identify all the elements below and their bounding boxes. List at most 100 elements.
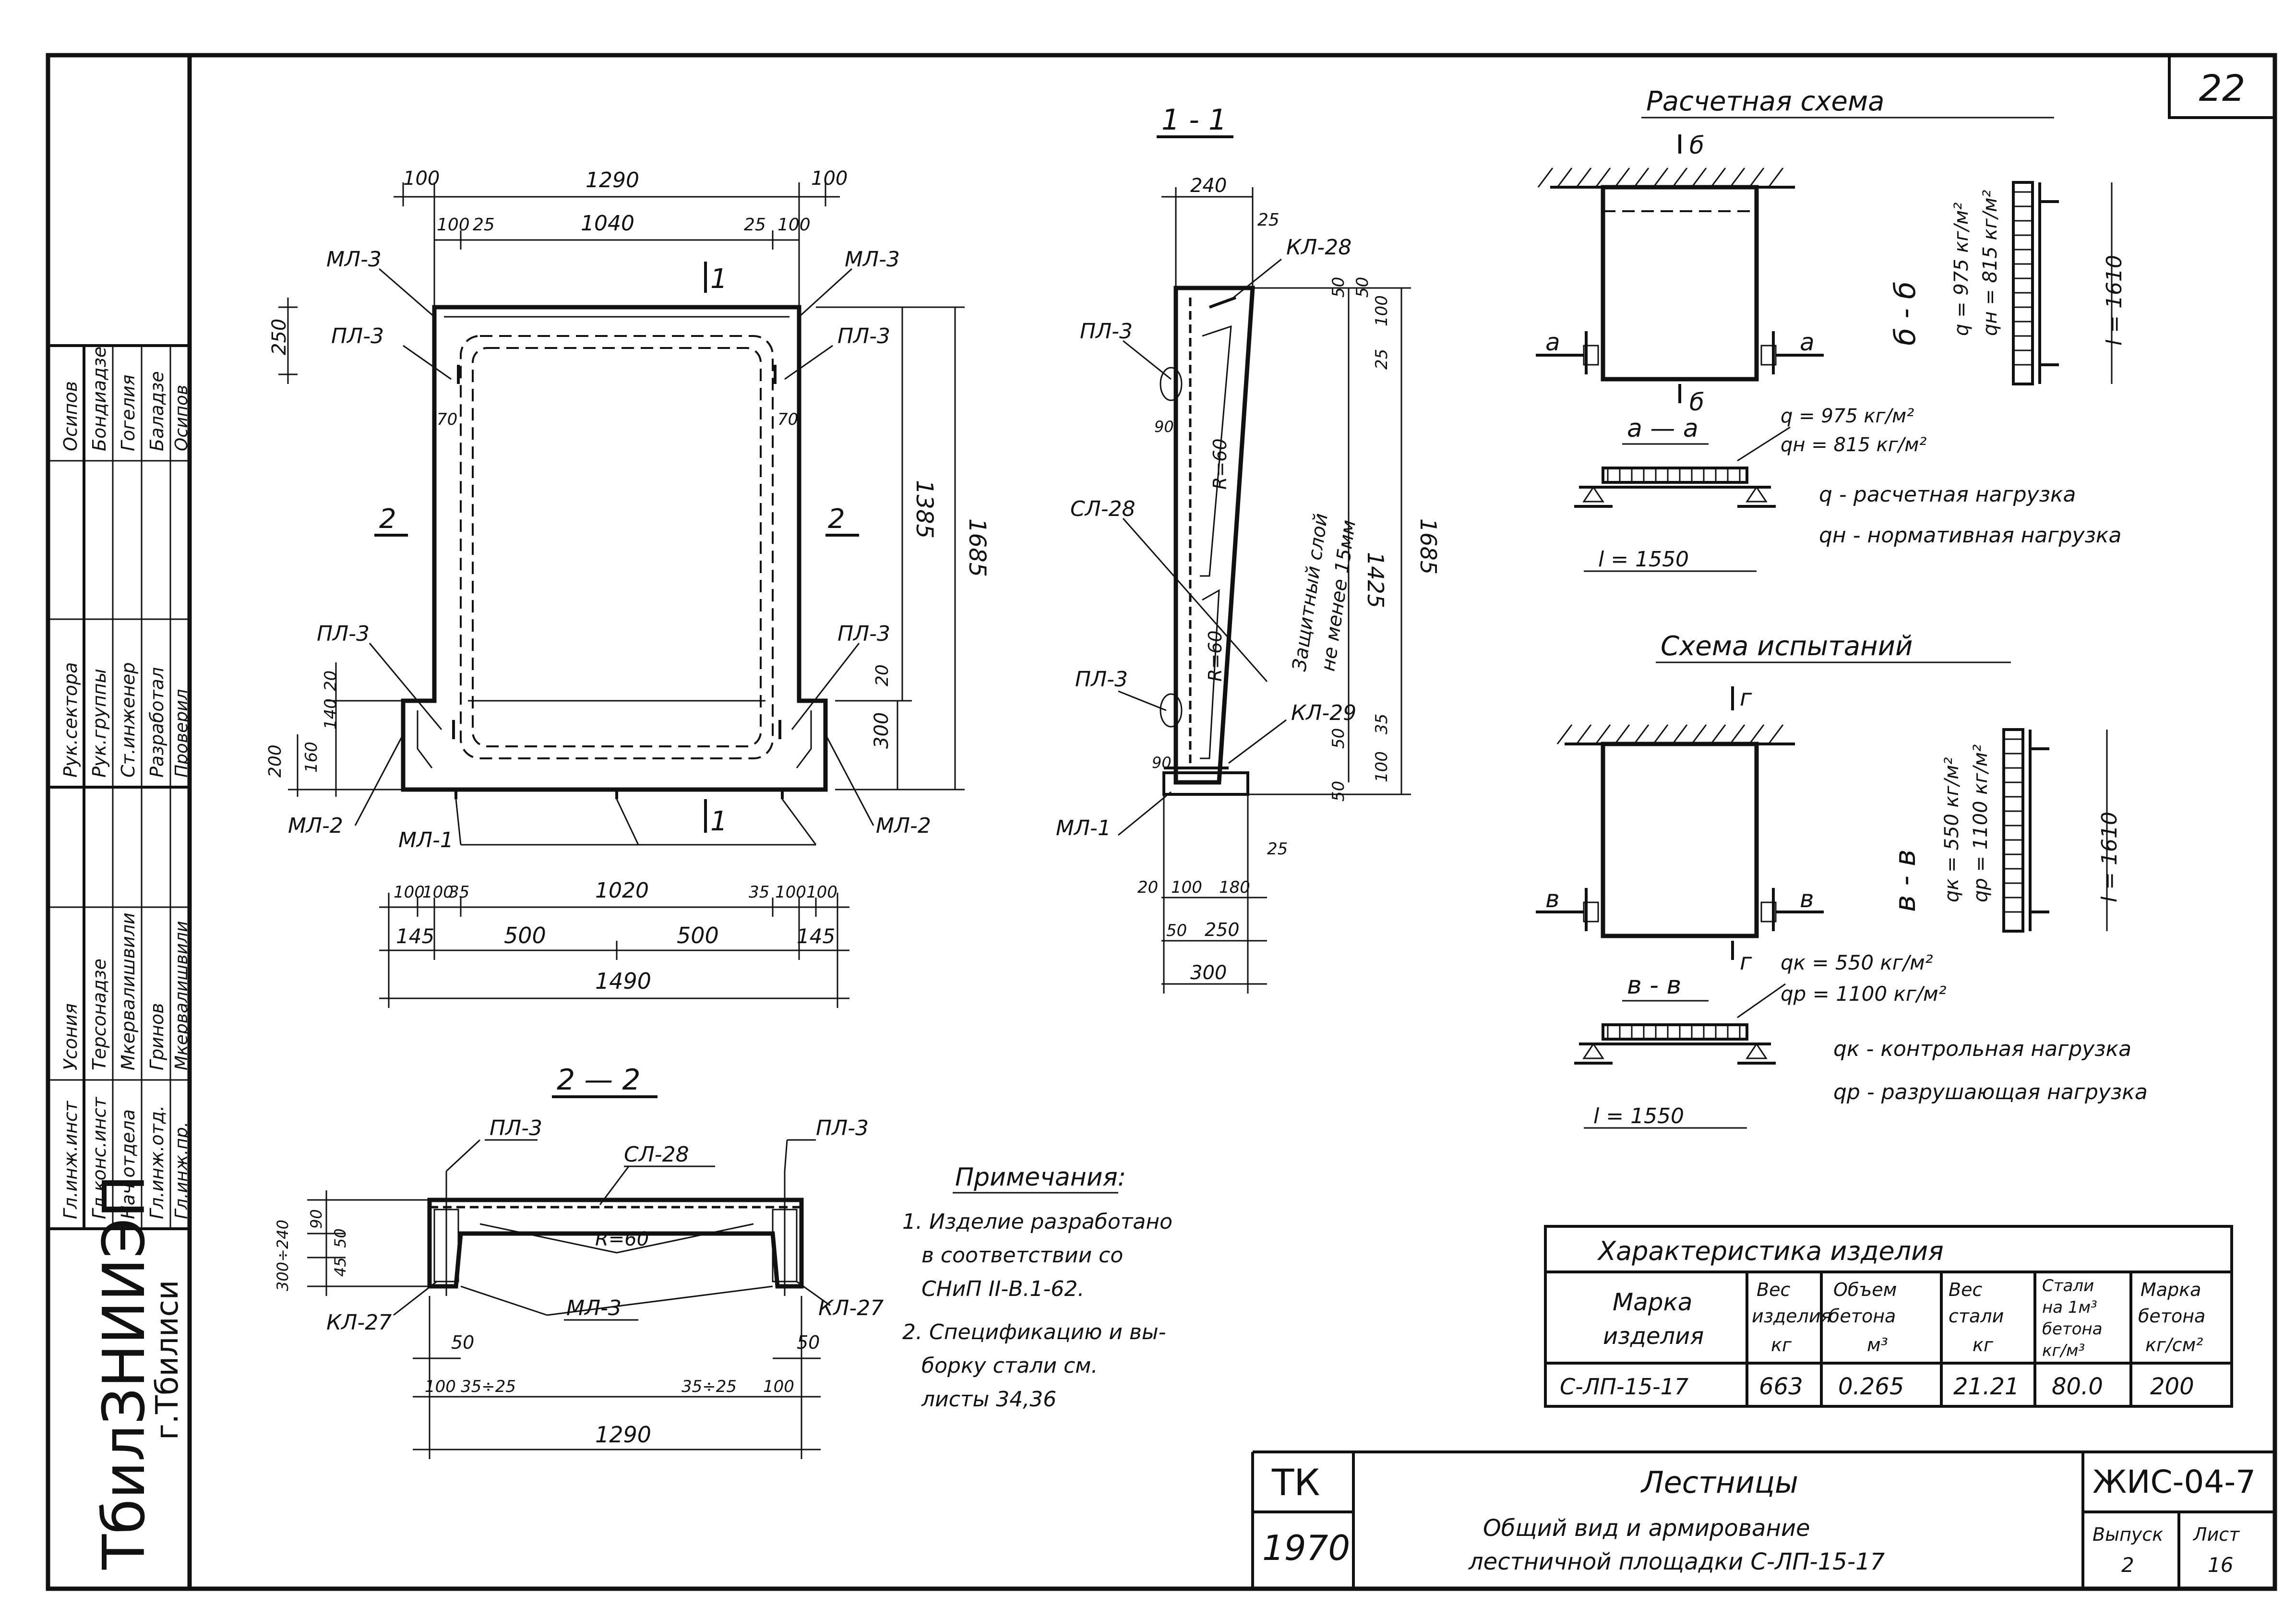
sec22-diml-300-240: 300÷240 (274, 1220, 292, 1291)
plan-dimb3-1490: 1490 (595, 968, 651, 994)
sec11-dims (1161, 187, 1411, 994)
sec11-dimrb-50b: 50 (1329, 781, 1348, 802)
calc-qv-1: q = 975 кг/м² (1950, 203, 1973, 336)
plan-section1-bottom: 1 (710, 806, 728, 837)
plan-dims-right (816, 306, 965, 791)
calc-legend-2: qн - нормативная нагрузка (1819, 523, 2121, 548)
characteristics-table (1544, 1225, 2233, 1408)
title-issue-value: 2 (2121, 1553, 2134, 1577)
plan-dims-top (394, 182, 840, 307)
test-vertical-beam (2002, 728, 2108, 933)
char-title: Характеристика изделия (1597, 1236, 1944, 1266)
sec11-dimr-50a: 50 (1329, 277, 1348, 298)
stamp-role2-2: Рук.группы (89, 669, 110, 778)
sec22-dimb3-1290: 1290 (595, 1422, 651, 1448)
plan-label-pl3-bl: ПЛ-3 (317, 622, 370, 646)
sec11-leaders (1118, 258, 1287, 836)
calc-l-horizontal: l = 1550 (1598, 547, 1689, 572)
calc-q-2: qн = 815 кг/м² (1781, 434, 1926, 456)
test-legend-1: qк - контрольная нагрузка (1833, 1037, 2131, 1061)
char-cell-concrete: 200 (2150, 1373, 2194, 1400)
char-h5-4: кг/м³ (2042, 1341, 2085, 1360)
calc-frame (1536, 134, 1824, 403)
plan-dim-70-right: 70 (777, 410, 798, 429)
char-cell-weight: 663 (1759, 1373, 1803, 1400)
sec22-drawing (427, 1171, 804, 1296)
test-l-vertical: l = 1610 (2097, 812, 2122, 902)
test-side-v-left: в (1545, 885, 1559, 913)
calc-horizontal-beam (1574, 426, 1791, 572)
char-cell-steel: 21.21 (1953, 1373, 2019, 1400)
plan-label-ml2-right: МЛ-2 (876, 814, 931, 838)
stamp-name-2: Терсонадзе (89, 959, 110, 1070)
test-q-1: qк = 550 кг/м² (1781, 951, 1933, 974)
test-frame (1536, 686, 1824, 960)
plan-dim-300: 300 (871, 712, 893, 749)
plan-dim-top-100b: 100 (811, 168, 848, 190)
char-h4-3: кг (1973, 1334, 1994, 1355)
sec11-dimrb-35: 35 (1372, 714, 1391, 734)
plan-dim-left-20: 20 (321, 671, 340, 691)
plan-dim-top2-25b: 25 (744, 215, 766, 235)
plan-dim-top-1290: 1290 (586, 168, 639, 192)
plan-dim-top-100a: 100 (403, 168, 440, 190)
char-h6-3: кг/см² (2145, 1334, 2203, 1355)
test-side-v-right: в (1800, 885, 1814, 913)
notes-line-5: борку стали см. (921, 1354, 1098, 1378)
calc-side-a-right: а (1800, 328, 1815, 356)
sec22-label-kl27-right: КЛ-27 (818, 1296, 884, 1320)
plan-view (374, 262, 859, 833)
sec11-dimb2-50: 50 (1166, 921, 1187, 940)
sec11-dimr-25: 25 (1372, 349, 1391, 370)
sec22-leaders (393, 1139, 831, 1316)
plan-label-pl3-tl: ПЛ-3 (331, 324, 384, 348)
char-h5-2: на 1м³ (2042, 1298, 2097, 1317)
plan-dimb-1020: 1020 (595, 878, 649, 903)
test-q-2: qр = 1100 кг/м² (1781, 982, 1947, 1006)
calc-sec-top: б (1689, 132, 1704, 159)
stamp-name2-5: Осипов (172, 385, 191, 451)
stamp-name2-1: Осипов (60, 381, 81, 451)
plan-dim-left-160: 160 (302, 742, 321, 773)
char-h5-3: бетона (2042, 1319, 2103, 1339)
stamp-name-5: Мкервалишвили (172, 921, 191, 1070)
plan-dims-bottom (379, 893, 849, 1008)
char-h2-1: Вес (1757, 1279, 1790, 1300)
char-h5-1: Стали (2042, 1276, 2094, 1295)
plan-dims-left (278, 298, 403, 797)
plan-dim-left-140: 140 (321, 698, 340, 730)
plan-dim-top2-100a: 100 (437, 215, 470, 235)
plan-dimb2-145b: 145 (797, 924, 835, 948)
sec22-diml-90: 90 (307, 1209, 325, 1229)
plan-label-pl3-tr: ПЛ-3 (837, 324, 890, 348)
char-h3-2: бетона (1829, 1306, 1896, 1327)
sec11-dimb-25: 25 (1267, 839, 1288, 859)
plan-dimb-100c: 100 (775, 883, 806, 902)
plan-dimb-35a: 35 (449, 883, 469, 902)
stamp-role-4: Гл.инж.отд. (146, 1105, 167, 1219)
sec22-dims (307, 1190, 821, 1459)
notes-line-4: 2. Спецификацию и вы- (902, 1320, 1166, 1344)
char-h3-1: Объем (1833, 1279, 1897, 1300)
title-sub-1: Общий вид и армирование (1483, 1515, 1810, 1542)
sec11-dimr-1425: 1425 (1363, 552, 1388, 608)
title-sheet-label: Лист (2192, 1524, 2240, 1545)
notes-title: Примечания: (955, 1163, 1126, 1192)
stamp-name2-3: Гогелия (118, 374, 139, 451)
plan-dimb2-500a: 500 (504, 923, 546, 948)
sec11-dimb-100: 100 (1171, 878, 1202, 897)
char-h6-2: бетона (2138, 1306, 2205, 1327)
title-year: 1970 (1262, 1528, 1350, 1568)
char-h1-1: Марка (1613, 1288, 1692, 1316)
sec11-dimb-20: 20 (1137, 878, 1158, 897)
sec11-label-kl29: КЛ-29 (1291, 701, 1356, 725)
calc-vertical-beam (2012, 181, 2113, 385)
char-cell-mark: С-ЛП-15-17 (1560, 1374, 1688, 1400)
plan-dim-70-left: 70 (437, 410, 457, 429)
plan-dim-right-1385: 1385 (911, 480, 938, 539)
sec22-dimb2-100a: 100 (425, 1377, 456, 1396)
sec11-dimb2-250: 250 (1205, 919, 1240, 940)
plan-dim-top2-25a: 25 (473, 215, 495, 235)
title-block (1251, 1450, 2275, 1589)
